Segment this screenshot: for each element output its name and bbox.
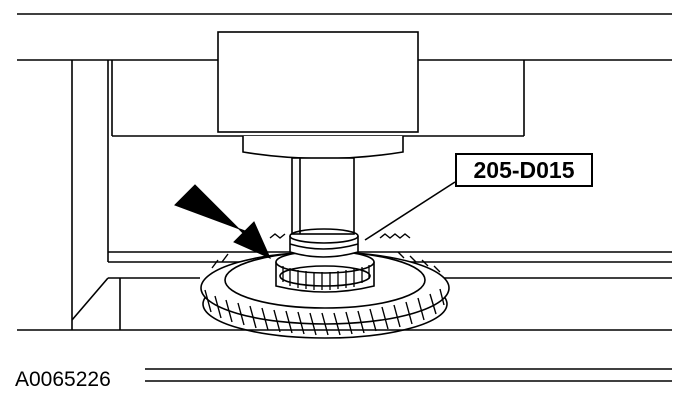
press-head [111, 31, 525, 160]
arrow-icon [174, 184, 271, 259]
press-ram [291, 157, 355, 235]
bearing [275, 228, 375, 293]
callout-leader [364, 181, 456, 241]
tool-callout-label: 205-D015 [455, 153, 593, 187]
press-bed [17, 329, 672, 382]
figure-id-label: A0065226 [15, 368, 111, 391]
